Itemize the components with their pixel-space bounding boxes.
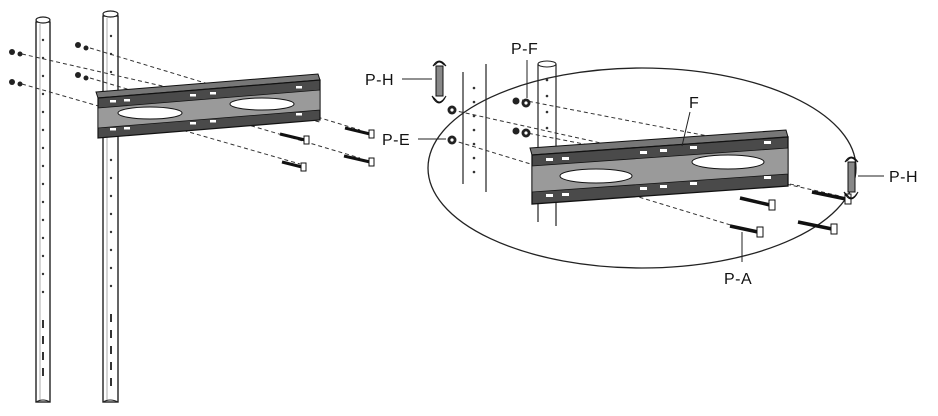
- pole-right: [102, 10, 119, 403]
- label-p-f: P-F: [511, 41, 538, 58]
- detail-bolts: [729, 190, 852, 238]
- label-p-e: P-E: [382, 132, 410, 149]
- label-p-a: P-A: [724, 271, 752, 288]
- overview-bolts: [279, 126, 375, 172]
- wrench-icon: [431, 60, 447, 104]
- detail-nuts: [447, 97, 531, 145]
- label-f: F: [689, 95, 699, 112]
- label-p-h-right: P-H: [889, 169, 918, 186]
- overview-assembly: [9, 10, 375, 403]
- leader-lines: [402, 60, 884, 262]
- pole-left: [35, 16, 51, 403]
- detail-bracket: [529, 129, 789, 205]
- detail-pole-left: [462, 64, 487, 192]
- wrench-icon: [843, 156, 859, 200]
- overview-bracket: [95, 73, 321, 139]
- overview-nuts: [9, 42, 89, 87]
- detail-view: P-H P-F F P-E P-H P-A: [365, 41, 918, 288]
- label-p-h-top: P-H: [365, 72, 394, 89]
